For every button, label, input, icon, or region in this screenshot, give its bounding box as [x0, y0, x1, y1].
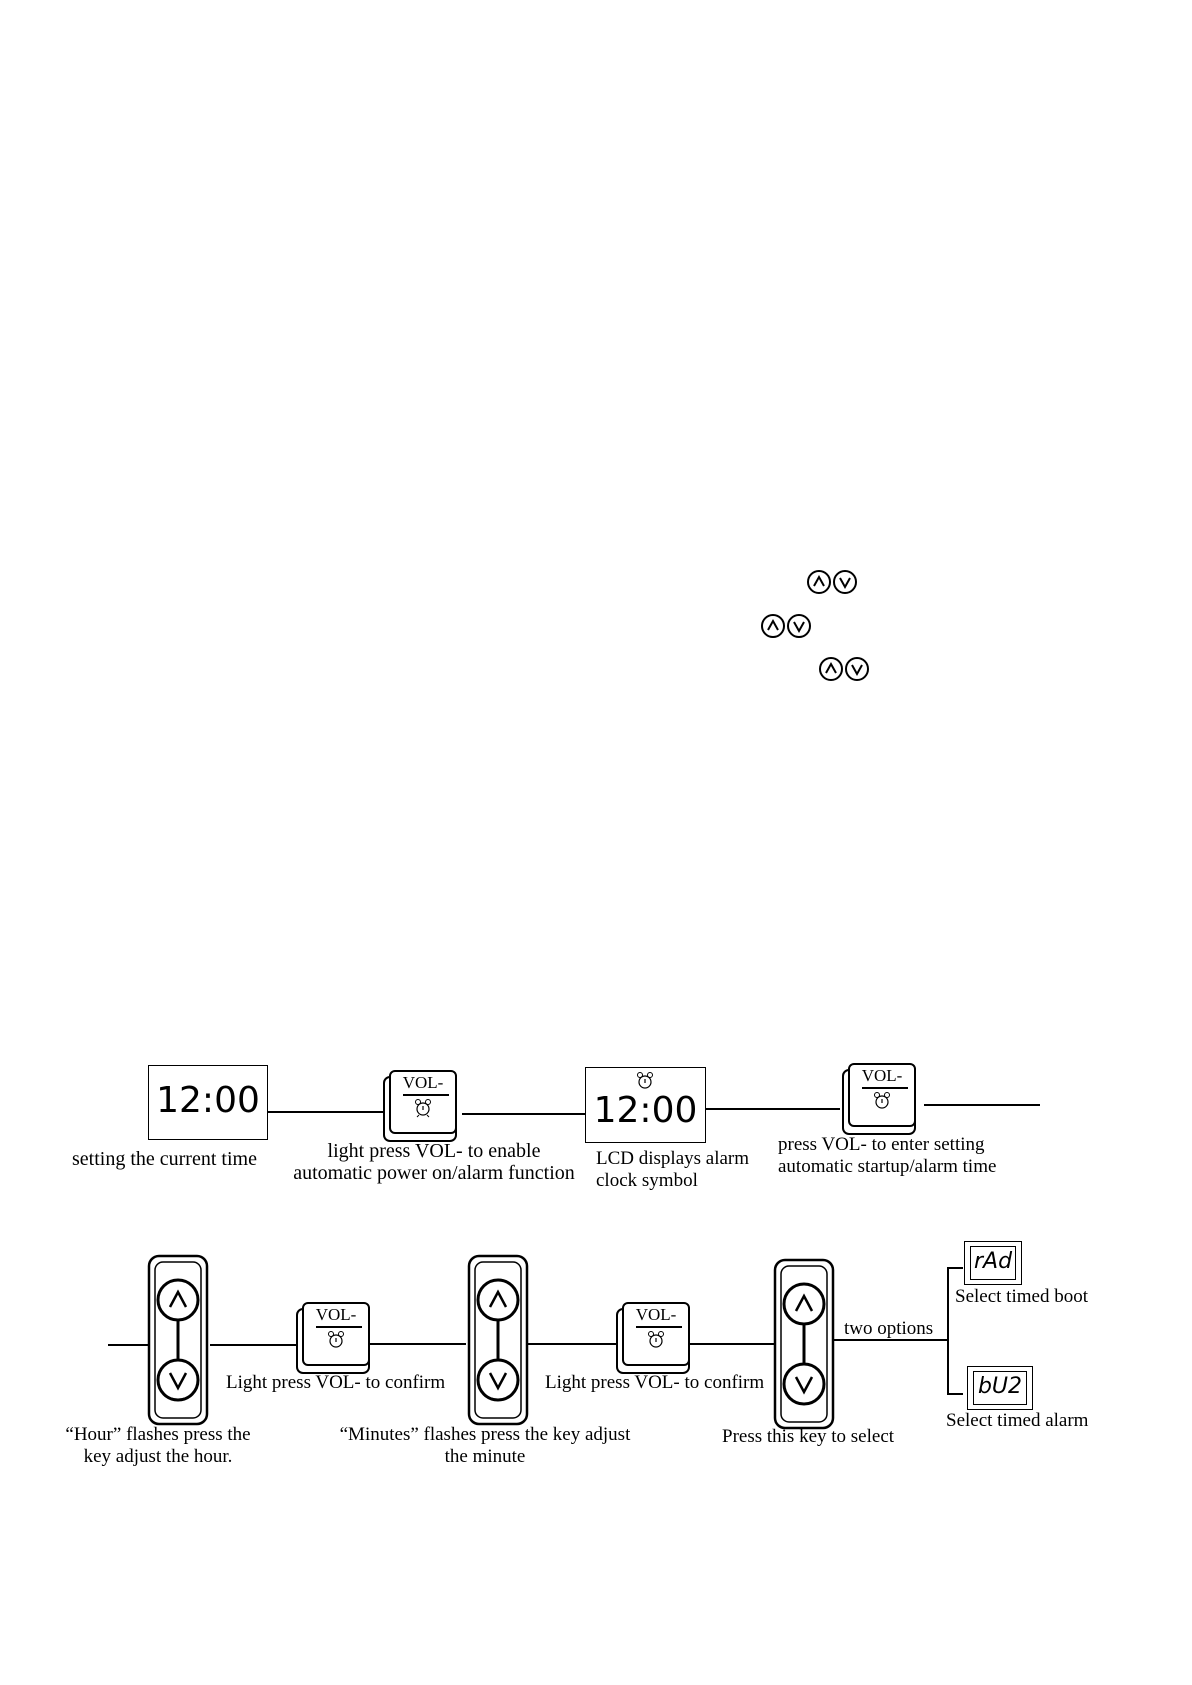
up-down-rocker-key	[773, 1258, 835, 1430]
connector-line	[268, 1111, 383, 1113]
caption-press-to-select: Press this key to select	[722, 1426, 895, 1447]
caption-line: automatic power on/alarm function	[293, 1162, 575, 1184]
connector-line	[370, 1343, 466, 1345]
caption-line: light press VOL- to enable	[327, 1140, 541, 1162]
display-text: bU2	[973, 1371, 1027, 1405]
display-timed-boot: rAd	[964, 1241, 1022, 1285]
alarm-clock-icon	[648, 1331, 664, 1348]
up-down-rocker-key	[147, 1254, 209, 1426]
caption-confirm: Light press VOL- to confirm	[545, 1372, 765, 1393]
caption-line: clock symbol	[596, 1170, 698, 1191]
display-timed-alarm: bU2	[967, 1366, 1033, 1410]
branch-line	[947, 1267, 949, 1395]
display-text: rAd	[970, 1246, 1016, 1280]
alarm-clock-icon	[328, 1331, 344, 1348]
caption-setting-current-time: setting the current time	[72, 1148, 257, 1170]
caption-select-timed-boot: Select timed boot	[955, 1286, 1088, 1307]
connector-line	[108, 1344, 148, 1346]
connector-line	[834, 1339, 948, 1341]
key-label: VOL-	[402, 1073, 444, 1092]
caption-enable-alarm: light press VOL- to enable automatic pow…	[284, 1140, 584, 1184]
up-down-rocker-key	[467, 1254, 529, 1426]
caption-line: automatic startup/alarm time	[778, 1156, 997, 1177]
connector-line	[528, 1343, 616, 1345]
lcd-time: 12:00	[593, 1090, 698, 1131]
key-label: VOL-	[635, 1305, 677, 1324]
connector-line	[924, 1104, 1040, 1106]
vol-minus-key: VOL-	[842, 1063, 916, 1135]
alarm-clock-icon	[874, 1092, 890, 1109]
branch-line	[947, 1393, 963, 1395]
lcd-time: 12:00	[156, 1080, 260, 1121]
caption-lcd-displays-alarm: LCD displays alarm clock symbol	[596, 1148, 749, 1192]
caption-minutes-flashes: “Minutes” flashes press the key adjust t…	[320, 1424, 650, 1468]
key-label: VOL-	[861, 1066, 903, 1085]
caption-hour-flashes: “Hour” flashes press the key adjust the …	[58, 1424, 258, 1468]
connector-line	[690, 1343, 774, 1345]
branch-line	[947, 1267, 963, 1269]
alarm-clock-icon	[637, 1072, 653, 1089]
vol-minus-key: VOL-	[383, 1070, 457, 1142]
caption-line: LCD displays alarm	[596, 1148, 750, 1169]
caption-line: “Minutes” flashes press the key adjust	[339, 1424, 631, 1445]
caption-line: press VOL- to enter setting	[778, 1134, 985, 1155]
caption-line: “Hour” flashes press the	[65, 1424, 251, 1445]
connector-line	[210, 1344, 296, 1346]
caption-two-options: two options	[844, 1318, 934, 1339]
vol-minus-key: VOL-	[296, 1302, 370, 1374]
up-down-arrows-icon	[819, 657, 869, 681]
up-down-arrows-icon	[807, 570, 857, 594]
up-down-arrows-icon	[761, 614, 811, 638]
connector-line	[462, 1113, 586, 1115]
lcd-display-current-time: 12:00	[148, 1065, 268, 1140]
caption-confirm: Light press VOL- to confirm	[226, 1372, 446, 1393]
lcd-display-alarm-symbol: 12:00	[585, 1067, 706, 1143]
caption-enter-setting: press VOL- to enter setting automatic st…	[778, 1134, 996, 1178]
connector-line	[706, 1108, 840, 1110]
caption-line: key adjust the hour.	[83, 1446, 233, 1467]
caption-line: the minute	[444, 1446, 526, 1467]
caption-select-timed-alarm: Select timed alarm	[946, 1410, 1089, 1431]
alarm-clock-icon	[415, 1099, 431, 1118]
key-label: VOL-	[315, 1305, 357, 1324]
vol-minus-key: VOL-	[616, 1302, 690, 1374]
